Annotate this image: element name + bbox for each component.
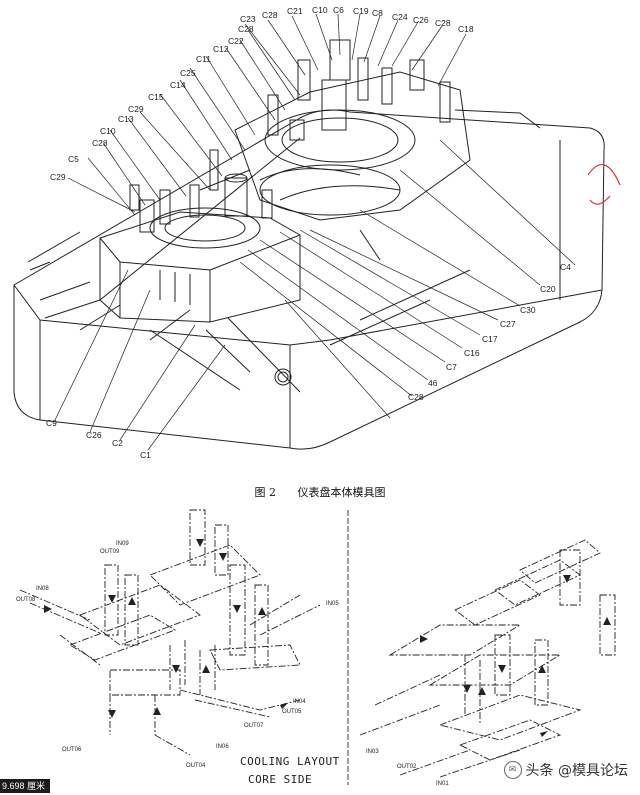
part-label: C2 [112, 438, 123, 448]
part-label: C23 [240, 14, 256, 24]
cooling-port-label: IN09 [116, 541, 129, 547]
cooling-port-label: OUT06 [62, 747, 82, 753]
part-label: C26 [86, 430, 102, 440]
part-label: C8 [372, 8, 383, 18]
cooling-port-label: OUT05 [282, 709, 302, 715]
part-label: C1 [140, 450, 151, 460]
part-label: C9 [46, 418, 57, 428]
cooling-port-label: IN05 [326, 601, 339, 607]
part-label: C5 [68, 154, 79, 164]
figure-number: 图 2 [254, 486, 277, 499]
part-label: C29 [50, 172, 66, 182]
cooling-port-label: IN01 [436, 781, 449, 787]
cooling-channels-left [19, 509, 321, 756]
part-label: C29 [128, 104, 144, 114]
part-label: C27 [500, 319, 516, 329]
part-label: C28 [92, 138, 108, 148]
cooling-port-label: OUT09 [100, 549, 120, 555]
wechat-icon: ✉ [503, 761, 522, 779]
watermark: ✉ 头条 @模具论坛 [503, 760, 628, 780]
part-label: C12 [213, 44, 229, 54]
scale-badge: 9.698 厘米 [0, 779, 51, 793]
cooling-port-label: IN06 [216, 744, 229, 750]
red-stamp [587, 164, 621, 205]
cooling-title-line2: CORE SIDE [248, 773, 312, 786]
part-label: C4 [560, 262, 571, 272]
part-label: C7 [446, 362, 457, 372]
cooling-port-label: IN03 [366, 749, 379, 755]
cooling-title-line1: COOLING LAYOUT [240, 755, 340, 768]
mold-core-left [99, 149, 301, 386]
part-label: C22 [228, 36, 244, 46]
part-label: C26 [413, 15, 429, 25]
part-label: C10 [100, 126, 116, 136]
part-label: C14 [170, 80, 186, 90]
cooling-port-label: OUT07 [244, 723, 264, 729]
part-label: C20 [540, 284, 556, 294]
cooling-port-label: IN04 [293, 699, 306, 705]
cooling-layout-drawing: IN09OUT09IN08OUT08IN05IN04OUT05OUT07IN06… [16, 509, 616, 787]
part-label: C18 [458, 24, 474, 34]
part-label: C17 [482, 334, 498, 344]
figure-caption: 图 2 仪表盘本体模具图 [0, 484, 640, 500]
part-label: C13 [118, 114, 134, 124]
part-label: C19 [353, 6, 369, 16]
mold-base [13, 109, 605, 450]
flow-arrows-right [420, 575, 611, 737]
part-label: C25 [180, 68, 196, 78]
part-label: C10 [312, 5, 328, 15]
part-label: C15 [148, 92, 164, 102]
part-label: C28 [408, 392, 424, 402]
figure-title: 仪表盘本体模具图 [297, 486, 386, 499]
leader-lines [54, 13, 576, 451]
cooling-port-label: IN08 [36, 586, 49, 592]
part-label: C24 [392, 12, 408, 22]
cooling-port-label: OUT04 [186, 763, 206, 769]
flow-arrows-left [44, 539, 288, 718]
part-label: C28 [435, 18, 451, 28]
part-label: 46 [428, 378, 438, 388]
cooling-port-label: OUT08 [16, 597, 36, 603]
part-label: C21 [287, 6, 303, 16]
cooling-channels-right [359, 539, 616, 778]
cooling-port-label: OUT02 [397, 764, 417, 770]
part-label: C28 [238, 24, 254, 34]
part-label: C16 [464, 348, 480, 358]
part-label: C28 [262, 10, 278, 20]
cooling-label-layer: IN09OUT09IN08OUT08IN05IN04OUT05OUT07IN06… [16, 541, 449, 787]
mold-core-right [199, 39, 471, 261]
part-label: C6 [333, 5, 344, 15]
part-label: C30 [520, 305, 536, 315]
watermark-text: 头条 @模具论坛 [525, 763, 628, 779]
part-label: C11 [196, 54, 211, 64]
